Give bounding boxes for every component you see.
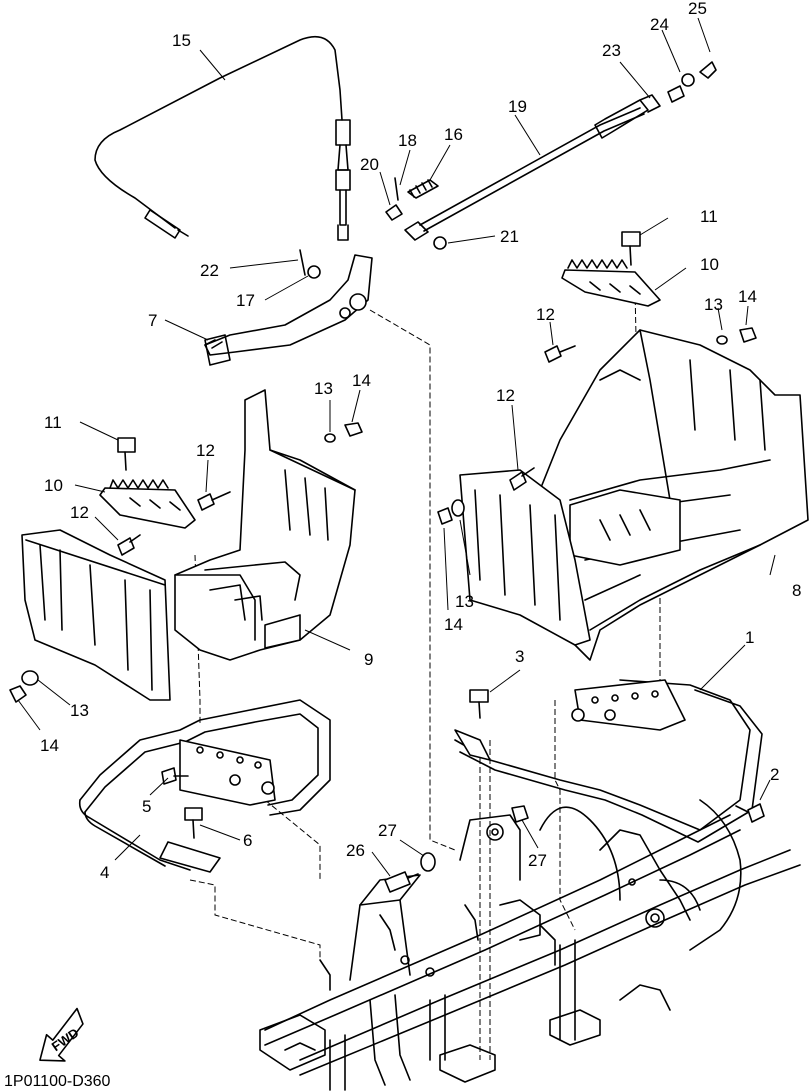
callout-8: 8 bbox=[792, 581, 801, 600]
callout-14-d: 14 bbox=[444, 615, 463, 634]
callout-13-a: 13 bbox=[314, 379, 333, 398]
callout-27-a: 27 bbox=[378, 821, 397, 840]
callout-16: 16 bbox=[444, 125, 463, 144]
rod-19 bbox=[299, 61, 717, 279]
footrest-8 bbox=[459, 329, 809, 661]
callout-3: 3 bbox=[515, 647, 524, 666]
callout-18: 18 bbox=[398, 131, 417, 150]
footrest-9 bbox=[21, 389, 356, 701]
callout-20: 20 bbox=[360, 155, 379, 174]
fasteners bbox=[9, 231, 765, 893]
callout-21: 21 bbox=[500, 227, 519, 246]
brake-pedal-7 bbox=[204, 254, 373, 366]
callout-22: 22 bbox=[200, 261, 219, 280]
callout-12-b: 12 bbox=[70, 503, 89, 522]
callout-13-c: 13 bbox=[704, 295, 723, 314]
callout-23: 23 bbox=[602, 41, 621, 60]
callout-6: 6 bbox=[243, 831, 252, 850]
callout-15: 15 bbox=[172, 31, 191, 50]
callout-5: 5 bbox=[142, 797, 151, 816]
footpeg-10-left bbox=[99, 479, 196, 529]
callout-12-a: 12 bbox=[196, 441, 215, 460]
callout-13-b: 13 bbox=[70, 701, 89, 720]
callout-12-c: 12 bbox=[536, 305, 555, 324]
callout-14-c: 14 bbox=[738, 287, 757, 306]
cable-15 bbox=[94, 35, 351, 241]
frame-assembly bbox=[259, 799, 801, 1091]
callout-13-d: 13 bbox=[455, 592, 474, 611]
callout-27-b: 27 bbox=[528, 851, 547, 870]
callout-11-right: 11 bbox=[700, 207, 718, 226]
callout-1: 1 bbox=[745, 628, 754, 647]
bracket-1 bbox=[454, 679, 763, 843]
callout-4: 4 bbox=[100, 863, 109, 882]
fwd-arrow: FWD bbox=[39, 1007, 84, 1062]
callout-7: 7 bbox=[148, 311, 157, 330]
callout-2: 2 bbox=[770, 765, 779, 784]
callout-17: 17 bbox=[236, 291, 255, 310]
callout-26: 26 bbox=[346, 841, 365, 860]
bracket-4 bbox=[78, 699, 331, 873]
diagram-code: 1P01100-D360 bbox=[4, 1073, 111, 1090]
callout-12-d: 12 bbox=[496, 386, 515, 405]
callout-10-left: 10 bbox=[44, 476, 63, 495]
callout-24: 24 bbox=[650, 15, 669, 34]
callout-14-a: 14 bbox=[352, 371, 371, 390]
callout-9: 9 bbox=[364, 650, 373, 669]
callout-10-right: 10 bbox=[700, 255, 719, 274]
callout-14-b: 14 bbox=[40, 736, 59, 755]
leader-lines bbox=[17, 17, 776, 877]
callout-19: 19 bbox=[508, 97, 527, 116]
callouts: 1 2 3 4 5 6 7 8 9 10 10 11 11 12 12 12 1… bbox=[40, 0, 801, 882]
callout-11-left: 11 bbox=[44, 413, 62, 432]
footpeg-10-right bbox=[561, 259, 661, 307]
callout-25: 25 bbox=[688, 0, 707, 18]
